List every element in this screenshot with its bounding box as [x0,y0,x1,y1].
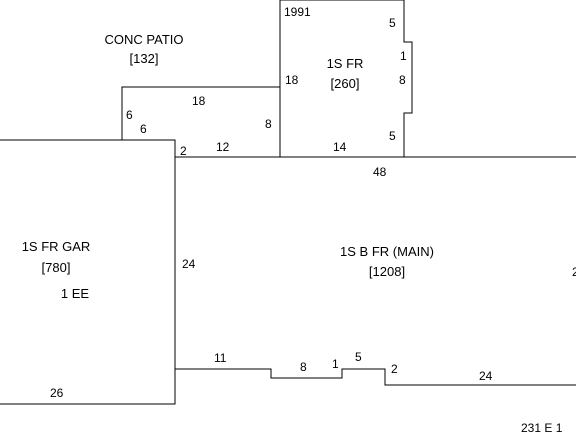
dim-1-bottom: 1 [332,357,339,371]
dim-6a: 6 [126,108,133,122]
main-bottom-wall [175,368,576,386]
dim-6b: 6 [140,122,147,136]
dim-24-garage: 24 [182,257,196,271]
garage-outline [0,139,176,405]
patio-area: [132] [130,51,159,66]
dim-18-patio: 18 [192,94,206,108]
dim-edge-right: 2 [572,265,576,279]
dim-5-bottom: 5 [355,350,362,364]
dim-11: 11 [214,351,227,365]
fr-room-area: [260] [331,76,360,91]
fr-room-outline [279,0,413,157]
patio-outline [121,86,281,157]
patio-name: CONC PATIO [105,32,184,47]
dim-8-right: 8 [399,73,406,87]
dim-2-patio: 2 [180,144,187,158]
garage-note: 1 EE [61,286,90,301]
dim-26: 26 [50,386,64,400]
dim-18-fr-left: 18 [285,73,299,87]
garage-name: 1S FR GAR [22,239,91,254]
garage-area: [780] [42,260,71,275]
main-name: 1S B FR (MAIN) [340,244,434,259]
dim-corner-bottom: 231 E 1 [521,421,563,432]
main-area: [1208] [369,264,405,279]
dim-1: 1 [400,49,407,63]
year-label: 1991 [284,5,311,19]
fr-room-name: 1S FR [327,56,364,71]
dim-5-mid: 5 [389,129,396,143]
dim-12: 12 [216,140,230,154]
dim-8-bottom: 8 [300,360,307,374]
dim-2-bottom: 2 [391,362,398,376]
dim-5-top: 5 [389,16,396,30]
dim-14: 14 [333,140,347,154]
dim-48: 48 [373,165,387,179]
dim-24-bottom: 24 [479,369,493,383]
dim-8-patio: 8 [265,117,272,131]
